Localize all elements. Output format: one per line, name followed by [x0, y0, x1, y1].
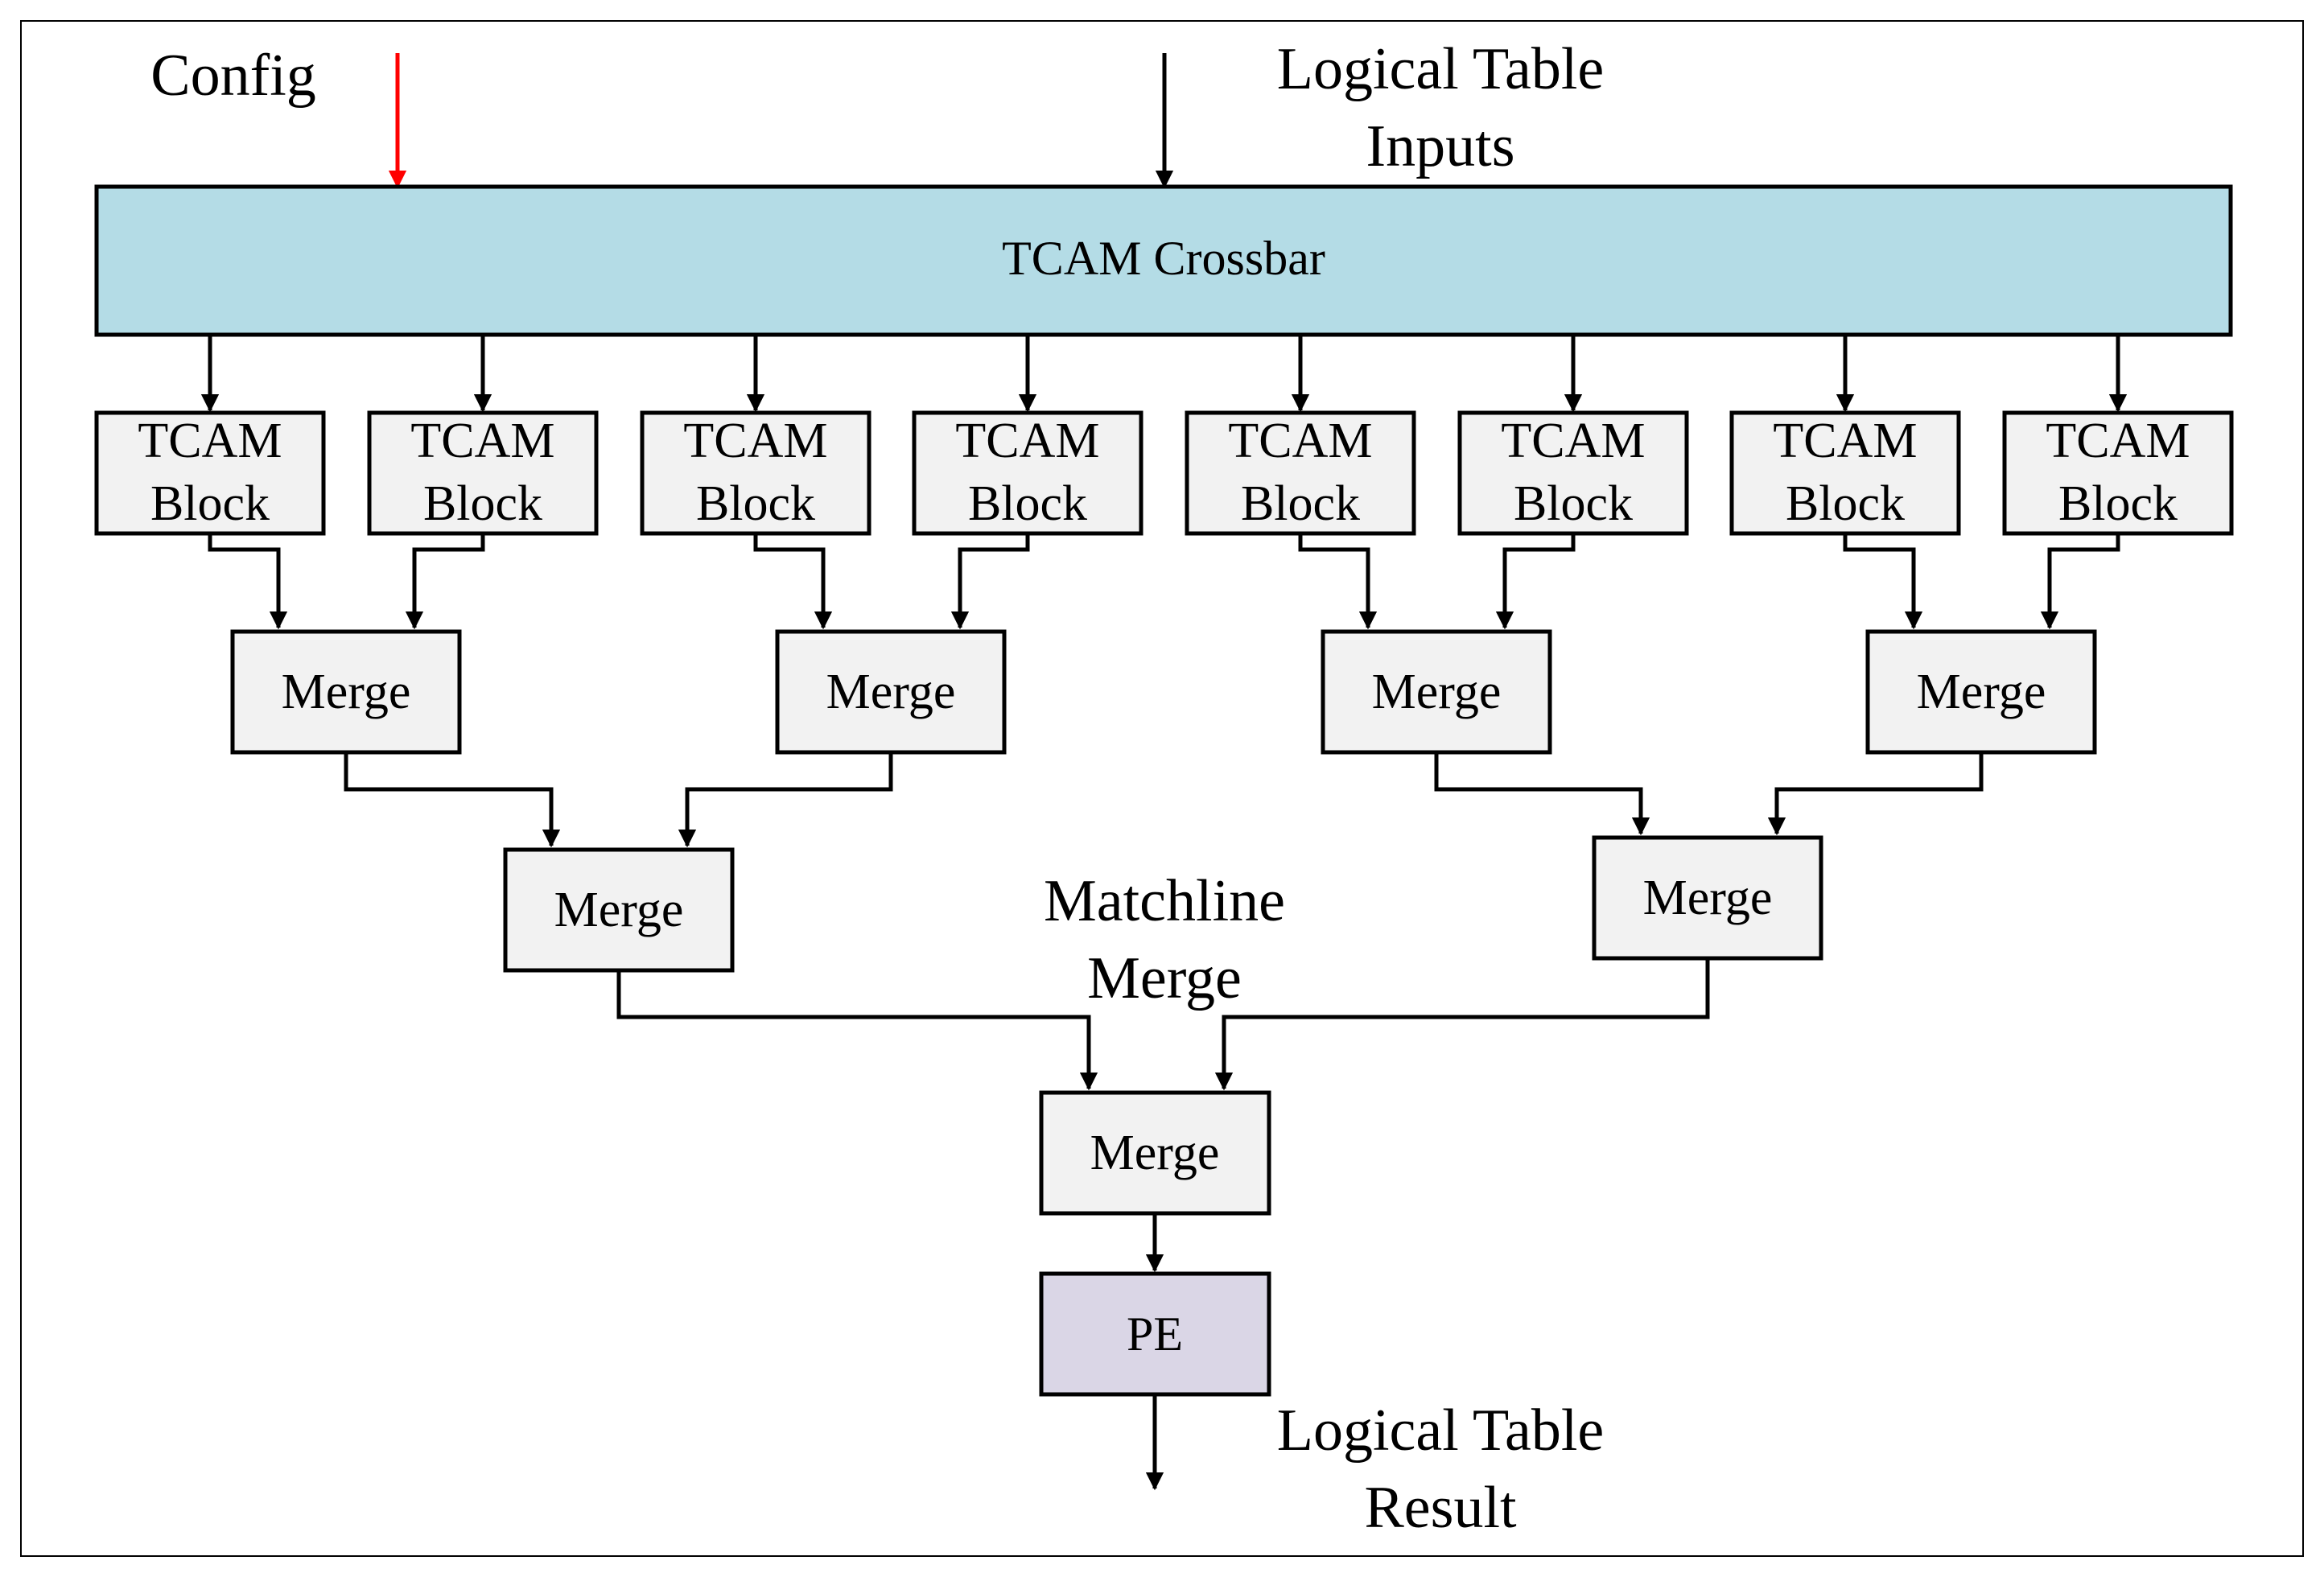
merge-level2-row: Merge Merge	[503, 835, 1823, 973]
tcam-block: TCAM Block	[640, 335, 872, 536]
final-merge-box: Merge	[1039, 1090, 1271, 1216]
result-label-line1: Logical Table	[1277, 1398, 1604, 1464]
tcam-block: TCAM Block	[94, 335, 326, 536]
tcam-block-label-line1: TCAM	[1228, 414, 1372, 468]
tcam-block-label-line2: Block	[1514, 476, 1633, 531]
figure-border	[20, 20, 2304, 1557]
merge-label: Merge	[1917, 665, 2046, 719]
tcam-block-label-line1: TCAM	[955, 414, 1099, 468]
merge-label: Merge	[1372, 665, 1502, 719]
tcam-block-label-line2: Block	[696, 476, 815, 531]
merge-box: Merge	[1592, 835, 1823, 961]
pe-label: PE	[1127, 1307, 1183, 1361]
config-label: Config	[150, 43, 316, 109]
inputs-label-line1: Logical Table	[1277, 36, 1604, 102]
result-label-line2: Result	[1364, 1475, 1517, 1541]
tcam-block-label-line1: TCAM	[2046, 414, 2190, 468]
tcam-block-label-line1: TCAM	[1773, 414, 1917, 468]
matchline-merge-label-line2: Merge	[1087, 945, 1242, 1011]
matchline-merge-label-line1: Matchline	[1044, 868, 1285, 934]
tcam-block-label-line1: TCAM	[138, 414, 282, 468]
tcam-block-label-line2: Block	[1786, 476, 1905, 531]
merge-label: Merge	[1643, 871, 1773, 925]
merge-box: Merge	[775, 629, 1007, 755]
tcam-crossbar	[94, 184, 2233, 337]
tcam-block-row: TCAM Block TCAM Block TCAM Block TCAM Bl…	[94, 335, 2234, 536]
final-merge-label: Merge	[1090, 1126, 1220, 1180]
tcam-block: TCAM Block	[1457, 335, 1689, 536]
tcam-block-label-line1: TCAM	[410, 414, 554, 468]
merge-level1-row: Merge Merge Merge Merge	[230, 629, 2097, 755]
pe-box: PE	[1039, 1271, 1271, 1397]
block-to-merge-wires	[208, 533, 2120, 630]
merge-box: Merge	[1321, 629, 1552, 755]
tcam-block: TCAM Block	[912, 335, 1143, 536]
tcam-crossbar-label: TCAM Crossbar	[1002, 232, 1325, 285]
merge-box: Merge	[230, 629, 462, 755]
merge-label: Merge	[554, 883, 684, 937]
merge-label: Merge	[282, 665, 411, 719]
tcam-block-label-line2: Block	[968, 476, 1087, 531]
tcam-block: TCAM Block	[1185, 335, 1416, 536]
merge-l1-to-l2-wires	[344, 752, 1984, 848]
merge-label: Merge	[826, 665, 956, 719]
tcam-block-label-line1: TCAM	[1501, 414, 1645, 468]
tcam-block: TCAM Block	[367, 335, 599, 536]
merge-l2-to-final-wires	[616, 958, 1710, 1091]
tcam-block-label-line1: TCAM	[683, 414, 827, 468]
tcam-block: TCAM Block	[1729, 335, 1961, 536]
inputs-label-line2: Inputs	[1366, 113, 1515, 179]
tcam-block: TCAM Block	[2002, 335, 2234, 536]
tcam-block-label-line2: Block	[1241, 476, 1360, 531]
tcam-block-label-line2: Block	[423, 476, 542, 531]
tcam-block-label-line2: Block	[150, 476, 270, 531]
tcam-block-label-line2: Block	[2058, 476, 2178, 531]
merge-box: Merge	[1865, 629, 2097, 755]
merge-box: Merge	[503, 847, 735, 973]
